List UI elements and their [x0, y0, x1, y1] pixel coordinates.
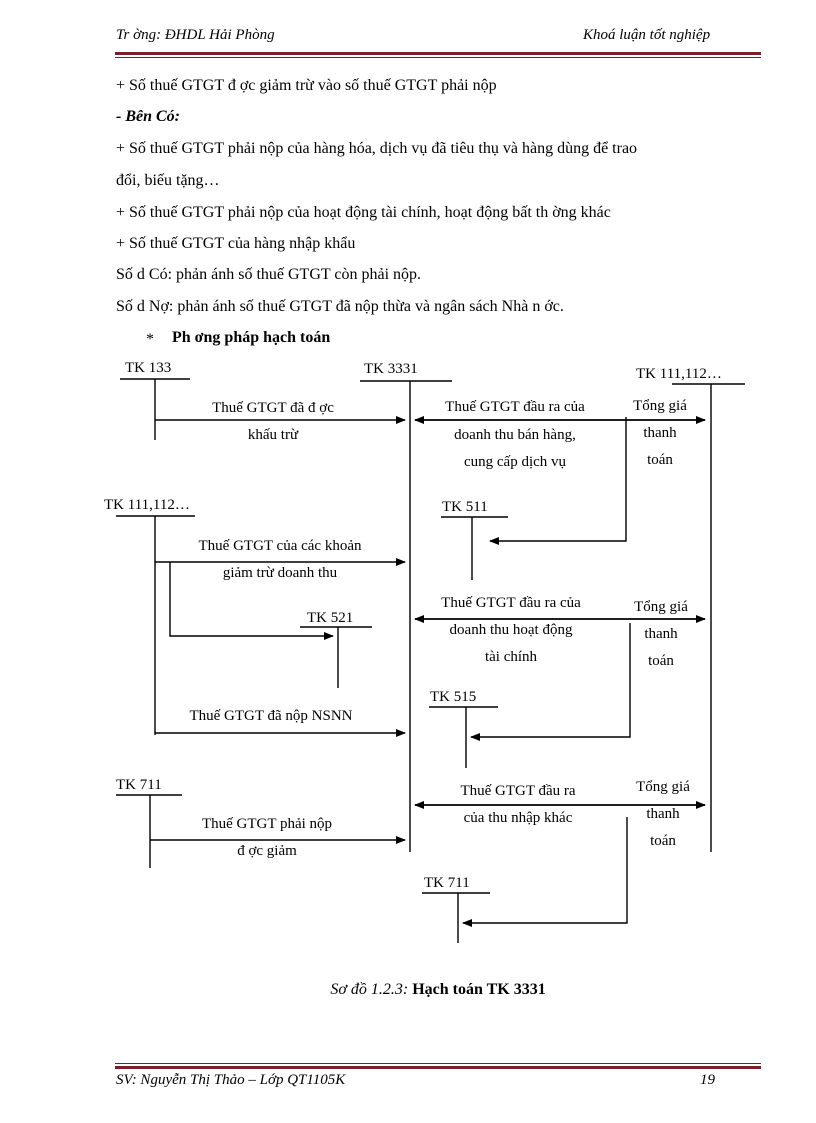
account-tk133: TK 133 — [125, 360, 172, 376]
body-line: Số d Có: phản ánh số thuế GTGT còn phải … — [116, 266, 422, 283]
body-line: + Số thuế GTGT phải nộp của hàng hóa, dị… — [116, 140, 638, 157]
footer-left: SV: Nguyễn Thị Thảo – Lớp QT1105K — [116, 1072, 346, 1088]
label-total: thanh — [644, 626, 678, 642]
label-total: toán — [650, 833, 676, 849]
arrow-tk521 — [169, 562, 334, 640]
account-tk521: TK 521 — [307, 610, 354, 626]
account-tk111-right: TK 111,112… — [636, 366, 722, 382]
account-tk511: TK 511 — [442, 499, 488, 515]
label-payable-reduced: đ ợc giảm — [237, 843, 297, 859]
caption-prefix: Sơ đồ 1.2.3: — [330, 981, 409, 998]
header-right: Khoá luận tốt nghiệp — [583, 27, 711, 43]
label-output-other: Thuế GTGT đầu ra — [460, 783, 576, 799]
header-rule-thin — [115, 57, 761, 58]
arrow-tk515 — [470, 623, 631, 741]
label-output-fin: tài chính — [484, 649, 538, 665]
account-tk3331: TK 3331 — [364, 361, 418, 377]
label-reduction: Thuế GTGT của các khoản — [198, 538, 362, 554]
section-title: Ph ơng pháp hạch toán — [172, 329, 331, 346]
section-bullet: * — [146, 331, 154, 348]
body-heading: - Bên Có: — [116, 108, 180, 125]
label-total: Tổng giá — [636, 779, 690, 795]
label-total: Tổng giá — [634, 599, 688, 615]
footer-rule-thin — [115, 1063, 761, 1064]
label-payable-reduced: Thuế GTGT phải nộp — [201, 816, 333, 832]
arrow-tk711-bottom — [462, 817, 628, 927]
header-left: Tr ờng: ĐHDL Hải Phòng — [116, 27, 275, 43]
label-output-fin: doanh thu hoạt động — [449, 622, 573, 638]
label-output-sales: Thuế GTGT đầu ra của — [445, 399, 585, 415]
label-reduction: giảm trừ doanh thu — [222, 565, 338, 581]
label-output-sales: cung cấp dịch vụ — [463, 454, 567, 470]
label-deducted: khấu trừ — [247, 427, 299, 443]
footer-rule — [115, 1066, 761, 1069]
account-tk111-left: TK 111,112… — [104, 497, 190, 513]
account-tk515: TK 515 — [430, 689, 477, 705]
label-paid-nsnn: Thuế GTGT đã nộp NSNN — [189, 708, 353, 724]
page-number: 19 — [700, 1072, 715, 1088]
label-output-sales: doanh thu bán hàng, — [454, 427, 576, 443]
label-output-other: của thu nhập khác — [463, 810, 573, 826]
label-total: Tổng giá — [633, 398, 687, 414]
label-total: toán — [647, 452, 673, 468]
body-line: + Số thuế GTGT phải nộp của hoạt động tà… — [116, 204, 611, 221]
label-deducted: Thuế GTGT đã đ ợc — [212, 400, 334, 416]
account-tk711-left: TK 711 — [116, 777, 162, 793]
account-tk711-bottom: TK 711 — [424, 875, 470, 891]
label-total: thanh — [643, 425, 677, 441]
arrow-tk511 — [489, 417, 627, 545]
figure-caption: Sơ đồ 1.2.3: Hạch toán TK 3331 — [330, 981, 545, 999]
body-line: + Số thuế GTGT của hàng nhập khẩu — [116, 235, 356, 252]
body-line: Số d Nợ: phản ánh số thuế GTGT đã nộp th… — [116, 298, 564, 315]
caption-title: Hạch toán TK 3331 — [412, 981, 546, 998]
label-total: thanh — [646, 806, 680, 822]
body-line: đổi, biếu tặng… — [116, 172, 220, 189]
label-output-fin: Thuế GTGT đầu ra của — [441, 595, 581, 611]
header-rule — [115, 52, 761, 55]
label-total: toán — [648, 653, 674, 669]
body-line: + Số thuế GTGT đ ợc giảm trừ vào số thuế… — [116, 77, 497, 94]
